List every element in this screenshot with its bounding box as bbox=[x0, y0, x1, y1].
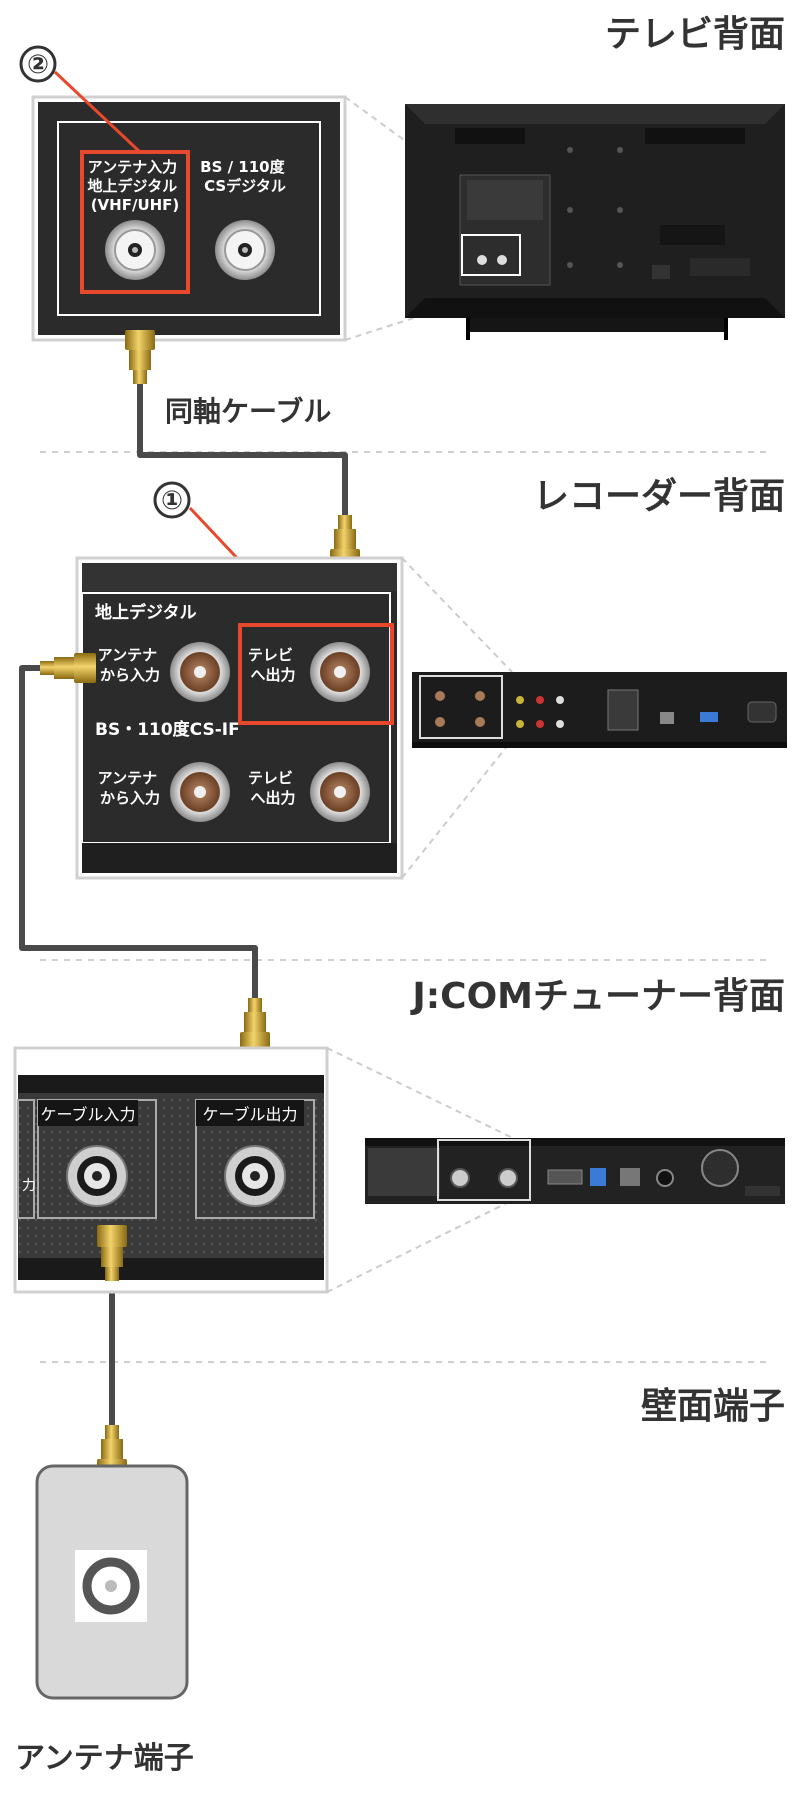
tv-bs-label: BS / 110度 CSデジタル bbox=[200, 158, 290, 195]
recorder-terrestrial-in-socket bbox=[170, 642, 230, 702]
coax-cable-label: 同軸ケーブル bbox=[165, 395, 331, 428]
recorder-back-image bbox=[412, 672, 787, 748]
coax-cable-tv-recorder bbox=[137, 380, 348, 530]
tv-antenna-label: アンテナ入力 地上デジタル (VHF/UHF) bbox=[88, 158, 183, 214]
tv-bs-socket bbox=[215, 220, 275, 280]
wall-outlet-label: アンテナ端子 bbox=[15, 1741, 194, 1776]
tuner-back-image bbox=[365, 1138, 785, 1204]
coax-connector bbox=[240, 998, 270, 1054]
coax-connector bbox=[40, 653, 96, 683]
tv-back-image bbox=[405, 104, 785, 340]
section-title-wall: 壁面端子 bbox=[641, 1386, 785, 1427]
recorder-terrestrial-out-socket bbox=[310, 642, 370, 702]
recorder-panel-zoom: 地上デジタル BS・110度CS-IF アンテナ から入力 テレビ へ出力 アン… bbox=[75, 556, 404, 880]
highlight-box-tv-antenna bbox=[80, 150, 190, 294]
zoom-line bbox=[326, 1047, 518, 1141]
zoom-line bbox=[401, 739, 513, 879]
zoom-line bbox=[326, 1197, 518, 1293]
section-title-tuner: J:COMチューナー背面 bbox=[409, 976, 785, 1017]
marker-two: ② bbox=[19, 45, 142, 154]
tuner-cable-in-label: ケーブル入力 bbox=[40, 1105, 135, 1124]
section-title-recorder: レコーダー背面 bbox=[533, 476, 785, 517]
coax-cable-recorder-tuner bbox=[19, 665, 258, 1010]
tuner-cable-out-label: ケーブル出力 bbox=[202, 1105, 297, 1124]
tv-panel-zoom: アンテナ入力 地上デジタル (VHF/UHF) BS / 110度 CSデジタル bbox=[31, 95, 347, 342]
recorder-bs-tv-out-label: テレビ へ出力 bbox=[248, 769, 298, 807]
recorder-bs-antenna-in-label: アンテナ から入力 bbox=[98, 769, 163, 807]
tuner-cable-out-socket bbox=[224, 1145, 286, 1207]
zoom-line bbox=[401, 557, 513, 673]
tuner-partial-label: 力 bbox=[22, 1178, 36, 1194]
recorder-bs-label: BS・110度CS-IF bbox=[95, 719, 240, 740]
coax-connector bbox=[125, 330, 155, 384]
tuner-cable-in-socket bbox=[66, 1145, 128, 1207]
tv-antenna-socket bbox=[105, 220, 165, 280]
tuner-panel-zoom: 力 ケーブル入力 ケーブル出力 bbox=[13, 1046, 329, 1294]
wall-outlet bbox=[35, 1464, 189, 1700]
svg-text:②: ② bbox=[27, 50, 49, 80]
highlight-box-recorder-tv-out bbox=[238, 623, 394, 725]
recorder-terrestrial-label: 地上デジタル bbox=[95, 602, 197, 623]
coax-connector bbox=[97, 1225, 127, 1281]
recorder-antenna-in-label: アンテナ から入力 bbox=[98, 646, 163, 684]
svg-text:①: ① bbox=[161, 486, 183, 516]
recorder-bs-in-socket bbox=[170, 762, 230, 822]
section-title-tv: テレビ背面 bbox=[605, 14, 785, 55]
recorder-bs-out-socket bbox=[310, 762, 370, 822]
recorder-tv-out-label: テレビ へ出力 bbox=[248, 646, 298, 684]
